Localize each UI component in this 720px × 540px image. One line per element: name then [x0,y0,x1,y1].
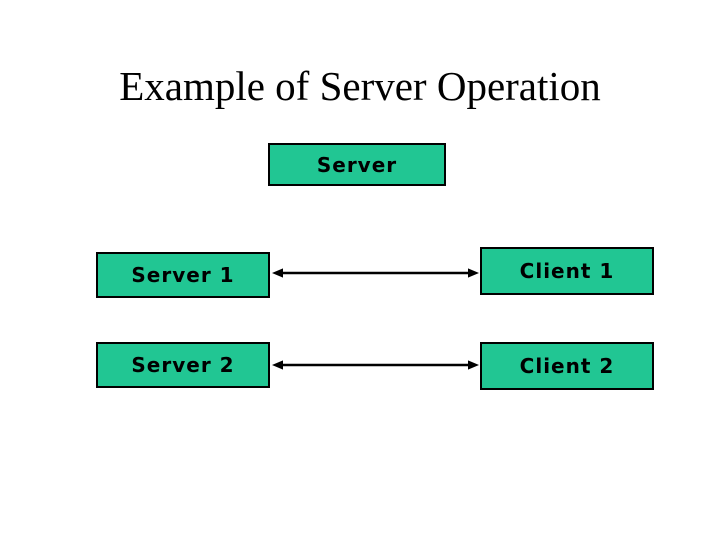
server2-box: Server 2 [96,342,270,388]
server1-box: Server 1 [96,252,270,298]
slide-title: Example of Server Operation [119,63,601,109]
client1-box-label: Client 1 [519,259,615,283]
server2-box-label: Server 2 [131,353,235,377]
client2-box: Client 2 [480,342,654,390]
server1-box-label: Server 1 [131,263,235,287]
arrow-server1-client1 [272,268,479,278]
client1-box: Client 1 [480,247,654,295]
arrow-server2-client2 [272,360,479,370]
server-box-label: Server [316,152,398,177]
client2-box-label: Client 2 [519,354,615,378]
server-box: Server [268,143,446,186]
